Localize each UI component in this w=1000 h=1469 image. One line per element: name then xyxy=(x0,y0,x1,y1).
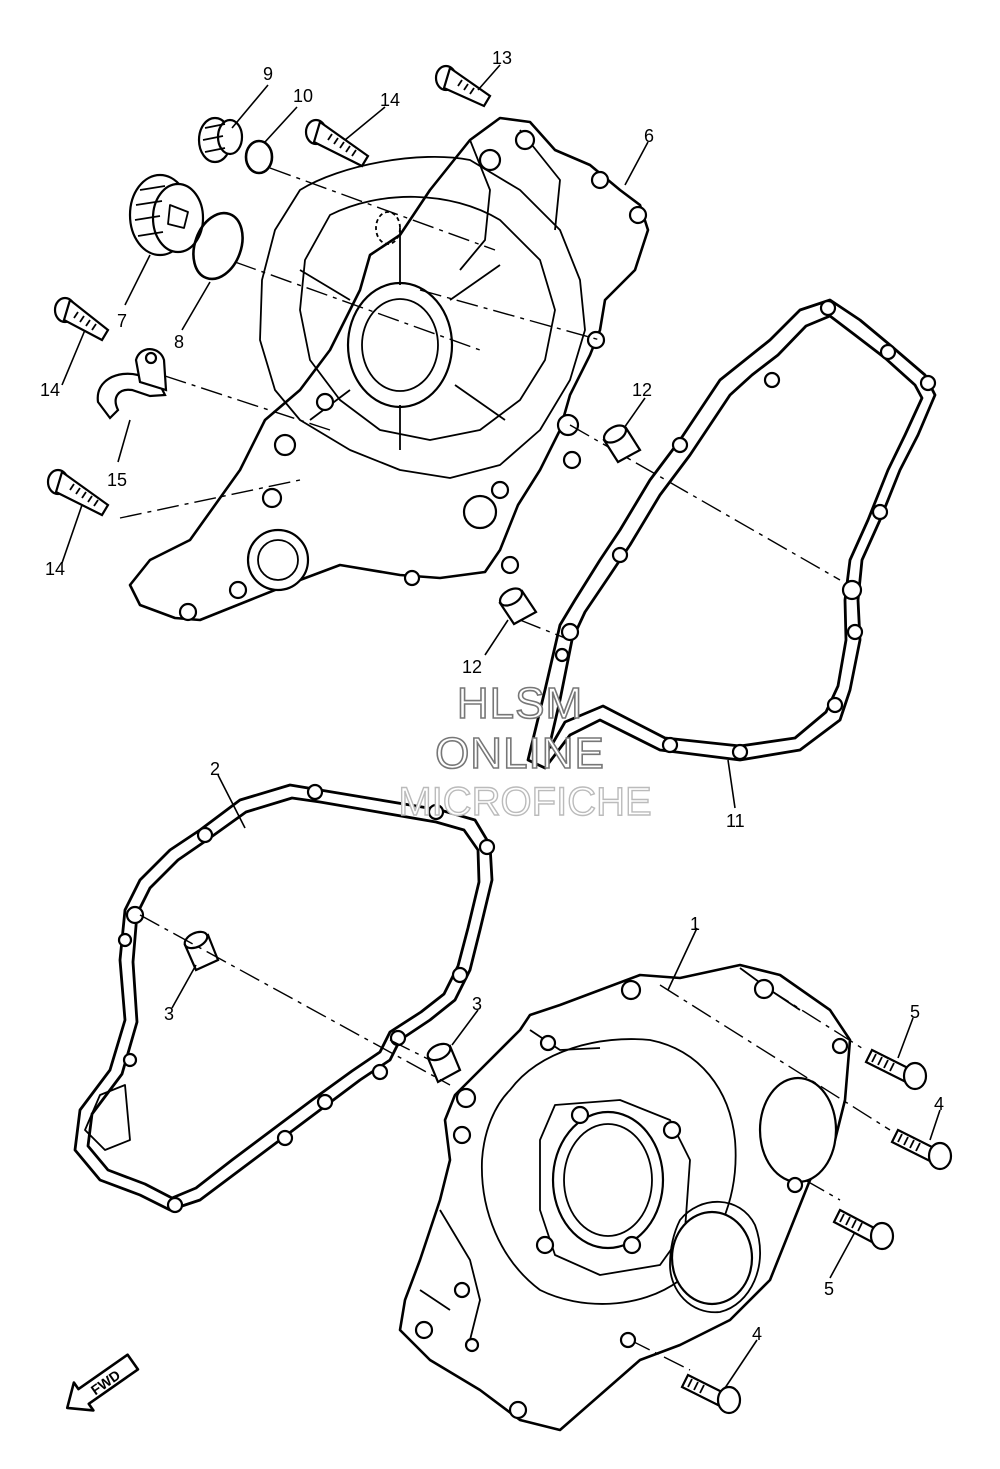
alignment-lines-upper xyxy=(119,167,841,641)
callout-12: 12 xyxy=(632,380,652,400)
callout-5: 5 xyxy=(824,1279,834,1299)
callout-2: 2 xyxy=(210,759,220,779)
dowel-12-upper[interactable] xyxy=(601,422,642,464)
callout-4: 4 xyxy=(752,1324,762,1344)
gasket-2[interactable] xyxy=(73,783,496,1214)
bolt-5-upper[interactable] xyxy=(864,1048,928,1091)
dowel-3-left[interactable] xyxy=(182,929,220,972)
callout-14: 14 xyxy=(45,559,65,579)
callout-4: 4 xyxy=(934,1094,944,1114)
bolt-4-upper[interactable] xyxy=(890,1128,953,1171)
callout-9: 9 xyxy=(263,64,273,84)
crankcase-cover-6[interactable] xyxy=(128,116,650,622)
callout-3: 3 xyxy=(472,994,482,1014)
bolt-14-lower[interactable] xyxy=(46,468,110,517)
o-ring-8[interactable] xyxy=(185,206,251,286)
callout-7: 7 xyxy=(117,311,127,331)
callout-5: 5 xyxy=(910,1002,920,1022)
gasket-11[interactable] xyxy=(526,298,937,770)
leader-lines xyxy=(61,64,941,1389)
o-ring-10[interactable] xyxy=(244,139,274,175)
callout-14: 14 xyxy=(380,90,400,110)
callout-1: 1 xyxy=(690,914,700,934)
dowel-12-lower[interactable] xyxy=(497,585,538,626)
plug-9[interactable] xyxy=(197,116,244,164)
callout-11: 11 xyxy=(726,811,745,831)
crankcase-cover-1[interactable] xyxy=(398,963,852,1432)
plug-7[interactable] xyxy=(128,173,205,257)
bolt-4-lower[interactable] xyxy=(680,1373,742,1415)
callout-14: 14 xyxy=(40,380,60,400)
bolt-14-upper[interactable] xyxy=(53,296,110,342)
watermark-line-1: HLSM xyxy=(457,679,583,728)
bolt-5-lower[interactable] xyxy=(832,1208,895,1251)
clamp-15[interactable] xyxy=(96,348,168,420)
callout-10: 10 xyxy=(293,86,313,106)
bolt-13[interactable] xyxy=(434,64,492,108)
dowel-3-right[interactable] xyxy=(425,1041,462,1084)
fwd-arrow: FWD xyxy=(65,1353,140,1412)
callout-8: 8 xyxy=(174,332,184,352)
callout-3: 3 xyxy=(164,1004,174,1024)
callout-6: 6 xyxy=(644,126,654,146)
callout-12: 12 xyxy=(462,657,482,677)
callout-13: 13 xyxy=(492,48,512,68)
watermark-line-3: MICROFICHE xyxy=(398,780,651,824)
callout-numbers: 1 2 3 3 4 4 5 5 6 7 8 9 10 11 12 12 13 1… xyxy=(40,48,944,1344)
watermark-line-2: ONLINE xyxy=(435,729,605,778)
watermark: HLSM ONLINE MICROFICHE xyxy=(398,678,653,825)
bolt-14-top[interactable] xyxy=(304,118,370,168)
fwd-arrow-icon xyxy=(65,1353,140,1412)
callout-15: 15 xyxy=(107,470,127,490)
